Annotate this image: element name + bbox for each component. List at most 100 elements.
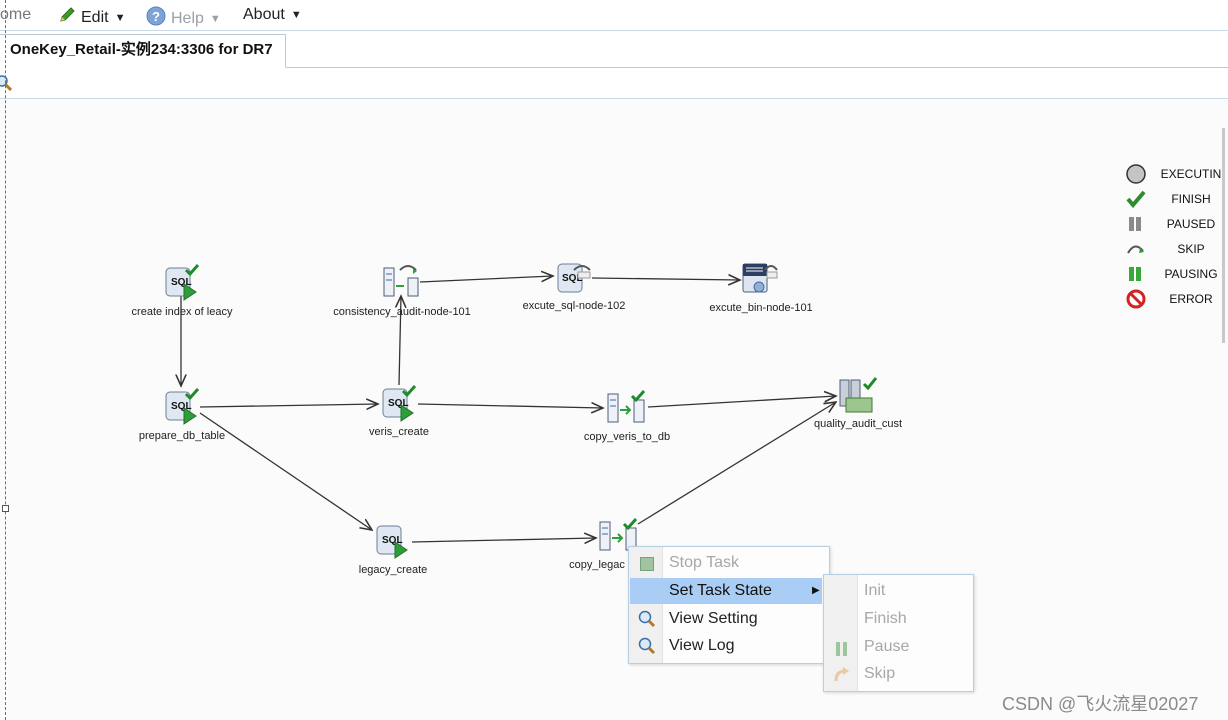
edge-legacy-to-copy-legacy — [411, 538, 596, 542]
menu-edit-label: Edit — [81, 8, 109, 26]
svg-text:SQL: SQL — [382, 535, 403, 546]
sql-script-icon: SQL — [557, 263, 591, 293]
submenu-item-skip[interactable]: Skip — [825, 661, 971, 687]
node-label: create index of leacy — [131, 306, 233, 318]
check-icon — [1126, 190, 1146, 209]
binary-exec-icon — [742, 263, 778, 293]
submenu-item-init[interactable]: Init — [825, 578, 971, 604]
caret-down-icon: ▼ — [209, 12, 221, 25]
node-quality-audit[interactable] — [838, 376, 880, 416]
legend-row-pausing — [1125, 264, 1147, 284]
submenu-item-label: Pause — [864, 638, 910, 655]
pausing-icon — [1129, 267, 1141, 281]
sql-script-icon: SQL — [165, 264, 200, 301]
node-consistency-audit[interactable] — [382, 264, 422, 300]
node-label: legacy_create — [358, 564, 428, 576]
selection-guide-line — [5, 0, 6, 720]
copy-task-icon — [607, 390, 646, 423]
node-create-index[interactable]: SQL — [162, 264, 202, 302]
node-label: excute_bin-node-101 — [709, 302, 813, 314]
tab-onekey-retail[interactable]: OneKey_Retail-实例234:3306 for DR7 — [0, 34, 286, 68]
sql-script-icon: SQL — [165, 388, 200, 425]
pencil-icon — [58, 6, 76, 29]
skip-icon — [1127, 245, 1144, 254]
legend-label-pausing: PAUSING — [1164, 267, 1218, 281]
node-copy-veris[interactable] — [606, 390, 648, 426]
magnifier-icon — [638, 637, 656, 664]
submenu-item-finish[interactable]: Finish — [825, 606, 971, 632]
menu-item-label: Stop Task — [669, 554, 739, 571]
menu-item-label: View Log — [669, 637, 735, 654]
node-prepare-db[interactable]: SQL — [162, 388, 202, 426]
copy-task-icon — [383, 265, 419, 297]
submenu-item-label: Skip — [864, 665, 896, 682]
menu-about[interactable]: About ▼ — [243, 6, 302, 24]
help-icon: ? — [146, 6, 166, 31]
context-menu: Stop Task Set Task State ▶ View Setting … — [628, 546, 830, 664]
legend-row-finish — [1125, 189, 1147, 209]
stop-icon — [640, 557, 654, 571]
menu-item-label: Set Task State — [669, 582, 772, 599]
menu-edit[interactable]: Edit ▼ — [58, 6, 125, 29]
node-label: prepare_db_table — [138, 430, 226, 442]
edge-veris-to-consistency — [399, 296, 401, 386]
legend-label-executing: EXECUTIN — [1160, 167, 1222, 181]
node-label: copy_legac — [569, 559, 625, 571]
edge-prepare-to-veris — [199, 404, 378, 407]
svg-text:SQL: SQL — [171, 277, 192, 288]
menu-item-view-log[interactable]: View Log — [630, 633, 826, 659]
submenu-task-state: Init Finish Pause Skip — [823, 574, 974, 692]
menu-bar: ome Edit ▼ ? Help ▼ About ▼ — [0, 0, 1228, 31]
resize-handle[interactable] — [2, 505, 9, 512]
menu-home-label: ome — [0, 6, 32, 23]
edge-prepare-to-legacy — [199, 412, 372, 530]
node-label: excute_sql-node-102 — [522, 300, 626, 312]
svg-text:SQL: SQL — [171, 401, 192, 412]
legend-row-executing — [1125, 164, 1147, 184]
skip-arrow-icon — [833, 665, 851, 692]
edge-copy-veris-to-quality — [647, 396, 836, 408]
edge-copy-legacy-to-quality — [637, 402, 836, 525]
menu-about-label: About — [243, 6, 285, 23]
menu-item-set-task-state[interactable]: Set Task State ▶ — [630, 578, 822, 604]
legend-scrollbar[interactable] — [1222, 128, 1225, 343]
audit-task-icon — [839, 377, 878, 413]
error-icon — [1126, 289, 1146, 309]
menu-item-view-setting[interactable]: View Setting — [630, 606, 826, 632]
copy-task-icon — [599, 518, 638, 551]
menu-item-stop-task[interactable]: Stop Task — [630, 550, 826, 576]
menu-home[interactable]: ome — [0, 6, 31, 24]
svg-text:SQL: SQL — [388, 398, 409, 409]
node-excute-sql[interactable]: SQL — [554, 260, 594, 296]
node-label: consistency_audit-node-101 — [333, 306, 471, 318]
menu-help[interactable]: ? Help ▼ — [146, 6, 221, 31]
pause-icon — [835, 640, 849, 666]
node-veris-create[interactable]: SQL — [379, 385, 419, 423]
tab-bar: OneKey_Retail-实例234:3306 for DR7 — [0, 31, 1228, 68]
node-label: quality_audit_cust — [813, 418, 903, 430]
legend-label-error: ERROR — [1169, 292, 1213, 306]
caret-down-icon: ▼ — [290, 9, 302, 21]
menu-help-label: Help — [171, 9, 204, 27]
svg-text:SQL: SQL — [562, 273, 583, 284]
menu-item-label: View Setting — [669, 610, 758, 627]
node-excute-bin[interactable] — [741, 262, 781, 298]
magnifier-icon — [638, 610, 656, 637]
submenu-item-pause[interactable]: Pause — [825, 634, 971, 660]
edge-veris-to-copy-veris — [417, 404, 603, 408]
node-legacy-create[interactable]: SQL — [373, 522, 413, 560]
caret-down-icon: ▼ — [114, 11, 126, 24]
submenu-item-label: Finish — [864, 610, 907, 627]
legend-label-finish: FINISH — [1171, 192, 1211, 206]
legend-label-skip: SKIP — [1177, 242, 1205, 256]
submenu-arrow-icon: ▶ — [812, 585, 820, 596]
executing-icon — [1126, 164, 1146, 184]
sql-script-icon: SQL — [382, 385, 417, 422]
node-copy-legacy[interactable] — [598, 518, 640, 554]
legend-row-paused — [1125, 214, 1147, 234]
legend-label-paused: PAUSED — [1166, 217, 1216, 231]
edge-excute-sql-to-excute-bin — [591, 278, 740, 280]
submenu-item-label: Init — [864, 582, 886, 599]
legend-row-skip — [1125, 239, 1147, 259]
